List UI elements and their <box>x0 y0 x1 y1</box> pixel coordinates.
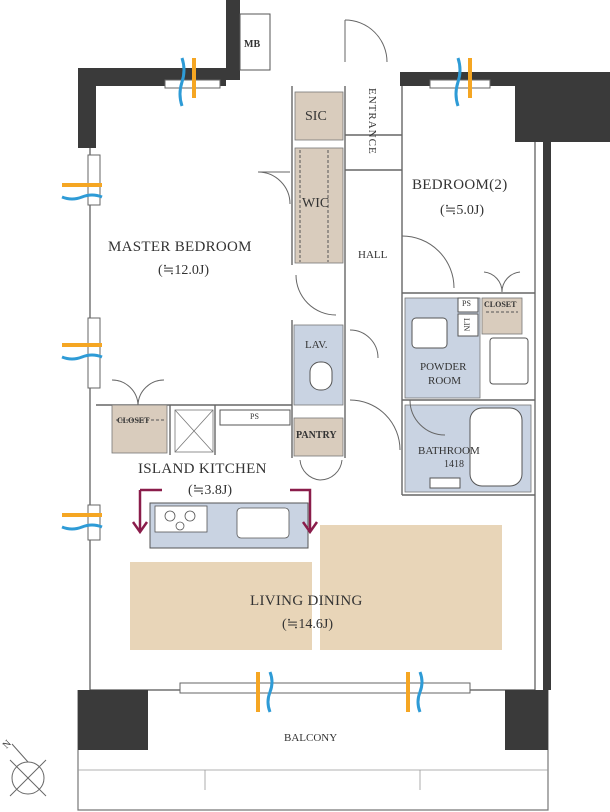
balcony-label: BALCONY <box>284 732 338 744</box>
wic-label: WIC <box>302 196 330 211</box>
bedroom2-size: (≒5.0J) <box>440 203 485 218</box>
ps-label-left: PS <box>250 412 259 421</box>
ps-label-right: PS <box>462 299 471 308</box>
kitchen-island <box>149 502 309 549</box>
closet-right-label: CLOSET <box>484 300 517 309</box>
entrance-label: ENTRANCE <box>366 88 378 155</box>
interior-walls <box>96 86 535 496</box>
bathroom-size: 1418 <box>444 459 464 470</box>
doors <box>111 19 521 481</box>
storage-fills <box>111 91 523 457</box>
master-bedroom-label: MASTER BEDROOM <box>108 239 252 255</box>
living-dining-label: LIVING DINING <box>250 593 363 609</box>
kitchen-arrows <box>131 488 319 535</box>
bathroom-label: BATHROOM <box>418 445 480 457</box>
bedroom2-label: BEDROOM(2) <box>412 177 508 193</box>
hall-label: HALL <box>358 249 388 261</box>
living-dining-size: (≒14.6J) <box>282 617 334 632</box>
hanger-rails <box>116 150 518 421</box>
kitchen-label: ISLAND KITCHEN <box>138 461 267 477</box>
hatch-box <box>174 409 214 453</box>
pantry-label: PANTRY <box>296 430 337 441</box>
mb-closet <box>239 13 271 71</box>
master-bedroom-size: (≒12.0J) <box>158 263 210 278</box>
vent-symbols <box>61 57 472 713</box>
balcony-area <box>77 690 549 811</box>
closet-left-label: CLOSET <box>117 416 150 425</box>
pipe-shafts <box>219 297 479 426</box>
kitchen-size: (≒3.8J) <box>188 483 233 498</box>
room-label: ROOM <box>428 375 462 387</box>
lin-label: LIN <box>462 318 471 332</box>
compass-icon <box>9 743 47 797</box>
fixtures <box>309 317 529 489</box>
lav-label: LAV. <box>305 339 328 351</box>
structural-walls <box>78 0 610 750</box>
living-floor <box>130 525 502 650</box>
sic-label: SIC <box>305 109 327 124</box>
powder-label: POWDER <box>420 361 467 373</box>
mb-label: MB <box>244 39 261 50</box>
